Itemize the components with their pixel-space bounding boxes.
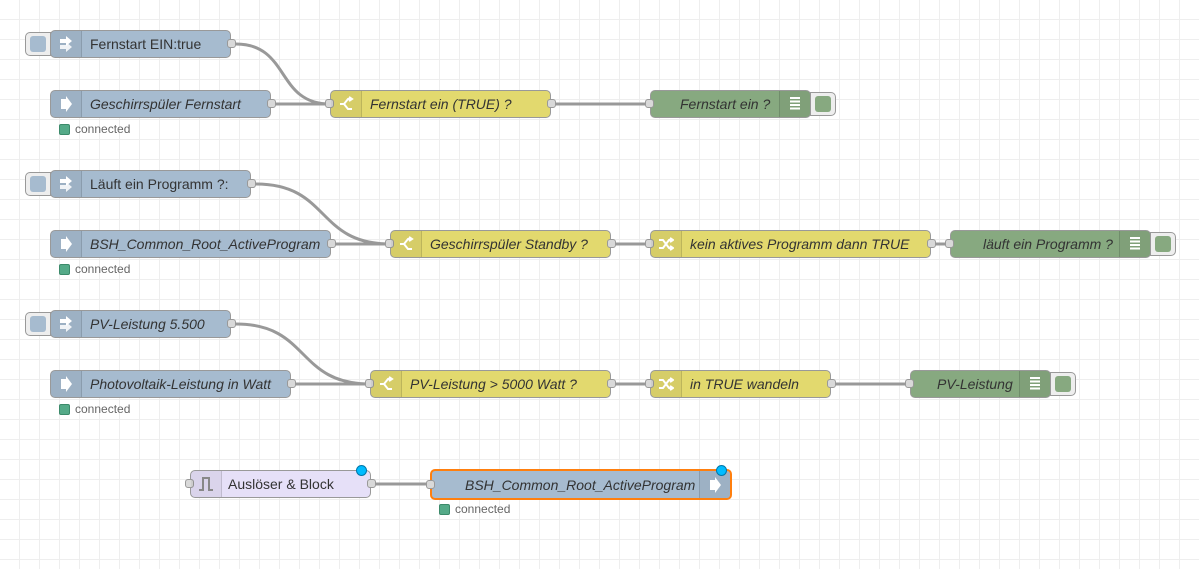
mqtt-in-node-activeprogram[interactable]: BSH_Common_Root_ActiveProgram xyxy=(50,230,336,258)
node-label: PV-Leistung xyxy=(937,376,1013,392)
input-port[interactable] xyxy=(645,99,654,108)
switch-icon xyxy=(371,371,402,397)
output-port[interactable] xyxy=(827,379,836,388)
changed-marker-icon xyxy=(356,465,367,476)
inject-node-programm[interactable]: Läuft ein Programm ?: xyxy=(25,170,256,198)
node-label: BSH_Common_Root_ActiveProgram xyxy=(465,476,696,493)
bridge-arrow-icon xyxy=(699,471,730,498)
inject-arrows-icon xyxy=(51,171,82,197)
input-port[interactable] xyxy=(325,99,334,108)
node-label: Fernstart ein ? xyxy=(680,96,771,112)
debug-list-icon xyxy=(779,91,810,117)
debug-node-laeuft[interactable]: läuft ein Programm ? xyxy=(945,230,1176,258)
trigger-node[interactable]: Auslöser & Block xyxy=(185,465,376,498)
shuffle-icon xyxy=(651,231,682,257)
status-text: connected xyxy=(75,122,131,136)
trigger-pulse-icon xyxy=(191,471,222,497)
node-label: in TRUE wandeln xyxy=(690,376,799,392)
switch-node-standby[interactable]: Geschirrspüler Standby ? xyxy=(385,230,616,258)
status-dot-icon xyxy=(59,263,70,275)
bridge-arrow-icon xyxy=(51,231,82,257)
debug-toggle-button[interactable] xyxy=(1050,372,1076,396)
output-port[interactable] xyxy=(367,479,376,488)
output-port[interactable] xyxy=(927,239,936,248)
mqtt-in-node-fernstart[interactable]: Geschirrspüler Fernstart xyxy=(50,90,276,118)
node-label: läuft ein Programm ? xyxy=(983,236,1113,252)
switch-icon xyxy=(391,231,422,257)
changed-marker-icon xyxy=(716,465,727,476)
debug-node-fernstart[interactable]: Fernstart ein ? xyxy=(645,90,836,118)
node-label: Geschirrspüler Standby ? xyxy=(430,236,588,252)
switch-icon xyxy=(331,91,362,117)
output-port[interactable] xyxy=(227,39,236,48)
input-port[interactable] xyxy=(645,239,654,248)
mqtt-out-node-activeprogram[interactable]: BSH_Common_Root_ActiveProgram xyxy=(426,465,732,500)
wire[interactable] xyxy=(235,42,331,106)
inject-button[interactable] xyxy=(25,172,51,196)
input-port[interactable] xyxy=(426,479,435,489)
debug-node-pv[interactable]: PV-Leistung xyxy=(905,370,1076,398)
node-label: Geschirrspüler Fernstart xyxy=(90,96,241,112)
inject-node-pv[interactable]: PV-Leistung 5.500 xyxy=(25,310,236,338)
node-label: Fernstart ein (TRUE) ? xyxy=(370,96,512,112)
status-dot-icon xyxy=(59,403,70,415)
change-node-kein-aktives[interactable]: kein aktives Programm dann TRUE xyxy=(645,230,936,258)
switch-node-pv-leistung[interactable]: PV-Leistung > 5000 Watt ? xyxy=(365,370,616,398)
inject-arrows-icon xyxy=(51,311,82,337)
status-indicator: connected xyxy=(439,502,510,516)
output-port[interactable] xyxy=(547,99,556,108)
status-indicator: connected xyxy=(59,122,130,136)
status-text: connected xyxy=(75,262,131,276)
input-port[interactable] xyxy=(385,239,394,248)
debug-list-icon xyxy=(1019,371,1050,397)
debug-toggle-button[interactable] xyxy=(1150,232,1176,256)
input-port[interactable] xyxy=(645,379,654,388)
output-port[interactable] xyxy=(287,379,296,388)
node-label: Photovoltaik-Leistung in Watt xyxy=(90,376,272,392)
status-text: connected xyxy=(75,402,131,416)
wire[interactable] xyxy=(235,322,371,386)
node-label: BSH_Common_Root_ActiveProgram xyxy=(90,236,321,252)
change-node-true-wandeln[interactable]: in TRUE wandeln xyxy=(645,370,836,398)
status-indicator: connected xyxy=(59,402,130,416)
status-indicator: connected xyxy=(59,262,130,276)
node-label: Auslöser & Block xyxy=(228,476,334,492)
node-label: PV-Leistung > 5000 Watt ? xyxy=(410,376,577,392)
input-port[interactable] xyxy=(185,479,194,488)
node-label: kein aktives Programm dann TRUE xyxy=(690,236,910,252)
output-port[interactable] xyxy=(607,239,616,248)
inject-button[interactable] xyxy=(25,32,51,56)
input-port[interactable] xyxy=(905,379,914,388)
debug-toggle-button[interactable] xyxy=(810,92,836,116)
status-dot-icon xyxy=(59,123,70,135)
input-port[interactable] xyxy=(365,379,374,388)
output-port[interactable] xyxy=(227,319,236,328)
output-port[interactable] xyxy=(247,179,256,188)
status-dot-icon xyxy=(439,503,450,515)
bridge-arrow-icon xyxy=(51,371,82,397)
status-text: connected xyxy=(455,502,511,516)
output-port[interactable] xyxy=(327,239,336,248)
shuffle-icon xyxy=(651,371,682,397)
debug-list-icon xyxy=(1119,231,1150,257)
node-label: PV-Leistung 5.500 xyxy=(90,316,205,332)
wire[interactable] xyxy=(255,182,391,246)
inject-button[interactable] xyxy=(25,312,51,336)
bridge-arrow-icon xyxy=(51,91,82,117)
output-port[interactable] xyxy=(607,379,616,388)
inject-arrows-icon xyxy=(51,31,82,57)
input-port[interactable] xyxy=(945,239,954,248)
node-label: Läuft ein Programm ?: xyxy=(90,176,229,192)
mqtt-in-node-photovoltaik[interactable]: Photovoltaik-Leistung in Watt xyxy=(50,370,296,398)
switch-node-fernstart[interactable]: Fernstart ein (TRUE) ? xyxy=(325,90,556,118)
inject-node-fernstart[interactable]: Fernstart EIN:true xyxy=(25,30,236,58)
node-label: Fernstart EIN:true xyxy=(90,36,202,52)
output-port[interactable] xyxy=(267,99,276,108)
